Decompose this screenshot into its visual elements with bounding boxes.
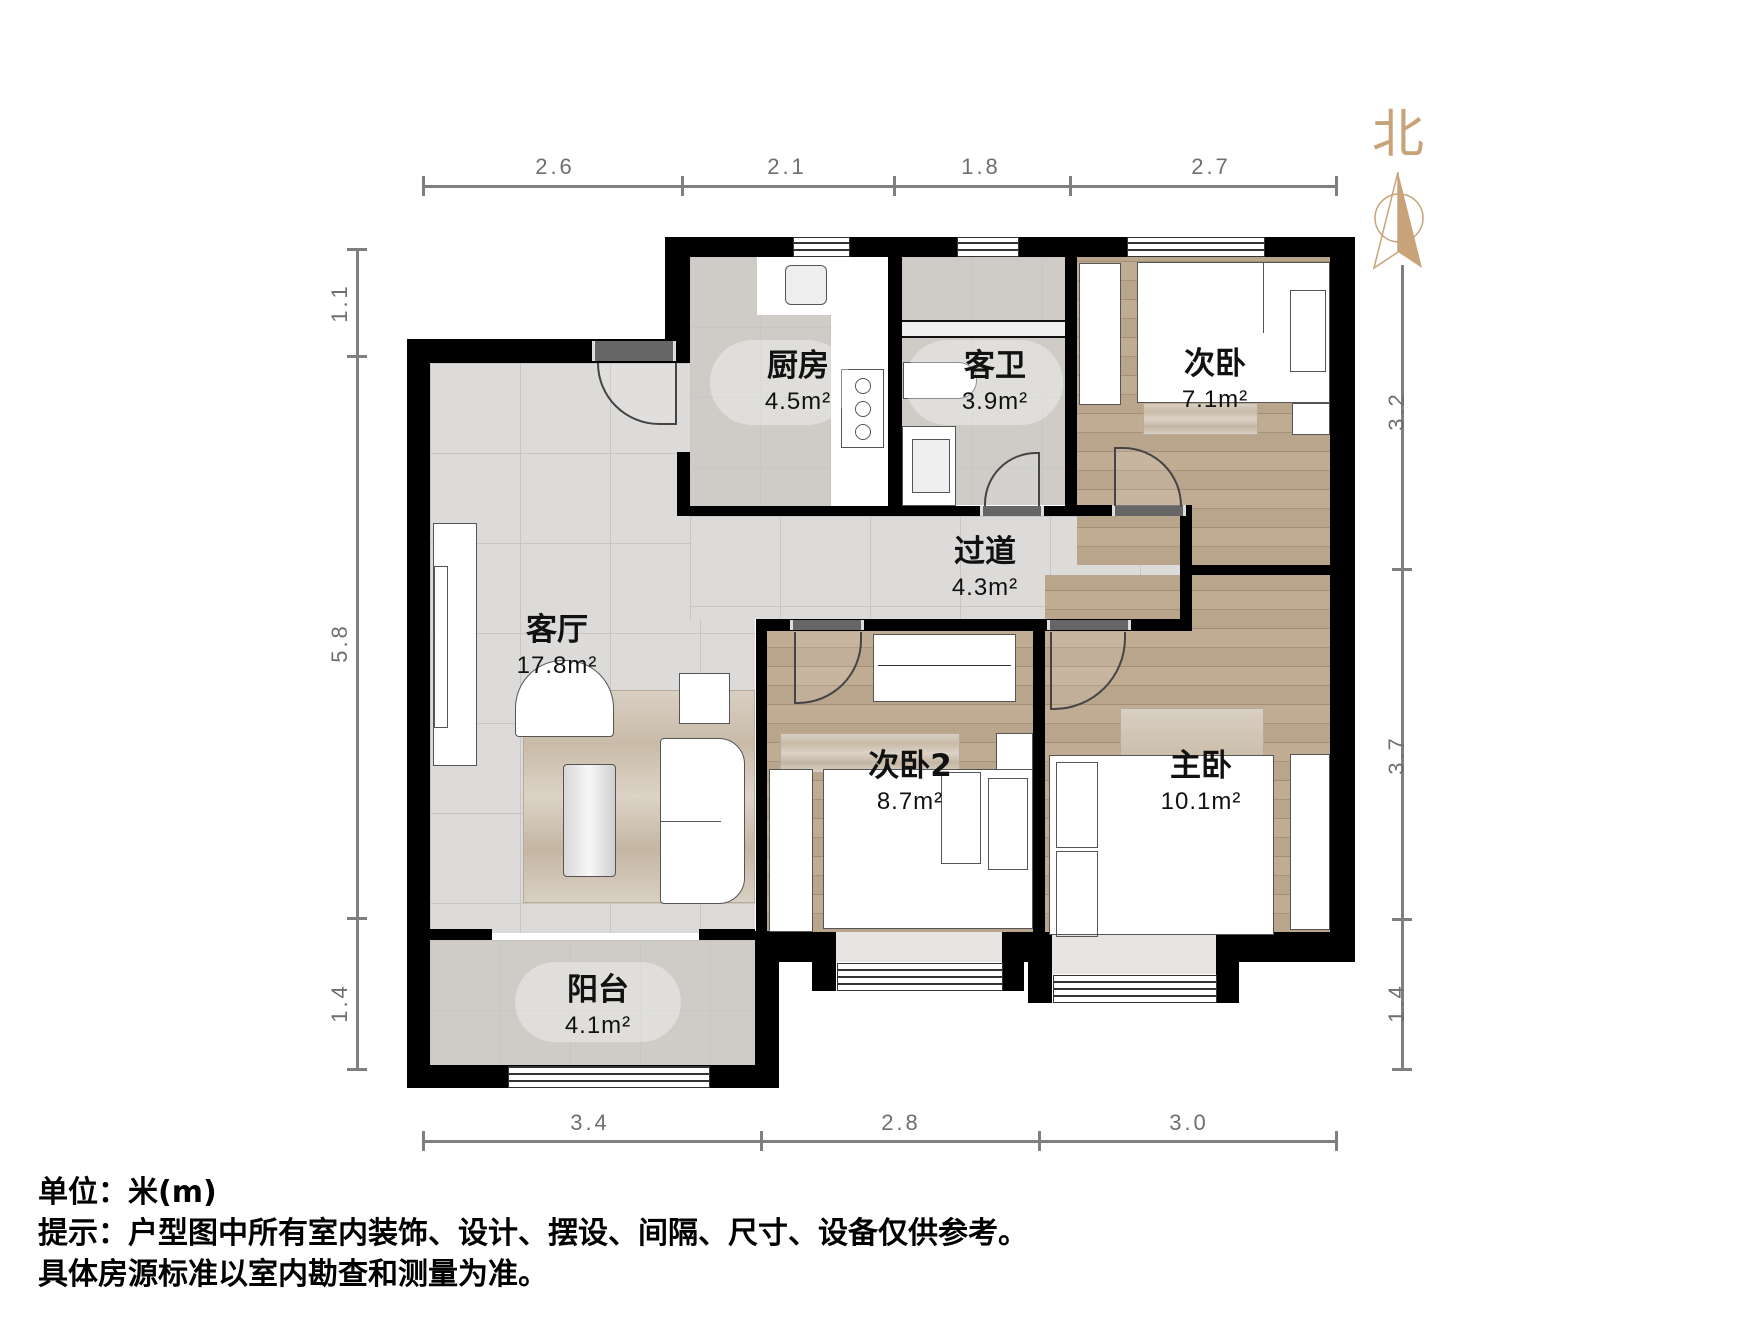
- dim-left-3: 1.4: [327, 983, 352, 1023]
- dim-top-3: 1.8: [961, 154, 1001, 179]
- dim-bottom-3: 3.0: [1169, 1110, 1209, 1135]
- disclaimer-line-2: 具体房源标准以室内勘查和测量为准。: [38, 1257, 548, 1292]
- bedroom-secondary-name: 次卧: [1184, 346, 1246, 382]
- stove-icon: [841, 369, 884, 448]
- sink-icon: [785, 265, 827, 305]
- tv-cabinet: [433, 523, 477, 766]
- kitchen-area: 4.5m²: [764, 388, 832, 415]
- bedroom-secondary-2-area: 8.7m²: [876, 788, 944, 815]
- bedroom-2-window: [837, 963, 1003, 991]
- bed-bedroom-1: [1137, 262, 1330, 403]
- north-label: 北: [1372, 105, 1425, 165]
- bathroom-window: [957, 237, 1019, 257]
- guest-bath-name: 客卫: [964, 348, 1026, 384]
- north-arrow-icon: [1372, 171, 1424, 270]
- unit-note: 单位：米(m): [38, 1175, 217, 1210]
- hallway-area: 4.3m²: [951, 574, 1019, 601]
- side-table: [679, 673, 730, 724]
- wardrobe-master-bedroom: [1290, 754, 1330, 930]
- wardrobe-bedroom-1: [1079, 263, 1121, 405]
- dim-top-4: 2.7: [1191, 154, 1231, 179]
- dim-bottom-1: 3.4: [570, 1110, 610, 1135]
- sofa: [660, 738, 745, 904]
- dim-bottom-2: 2.8: [881, 1110, 921, 1135]
- armchair: [515, 660, 614, 737]
- dim-left-2: 5.8: [327, 623, 352, 663]
- balcony-window: [508, 1066, 710, 1088]
- entry-door: [592, 341, 676, 361]
- dim-right-3: 1.4: [1384, 983, 1409, 1023]
- disclaimer-line-1: 提示：户型图中所有室内装饰、设计、摆设、间隔、尺寸、设备仅供参考。: [38, 1216, 1028, 1251]
- wardrobe-bedroom-2-side: [769, 769, 813, 932]
- balcony-name: 阳台: [567, 972, 629, 1008]
- dim-right-2: 3.7: [1384, 735, 1409, 775]
- toilet-icon: [903, 362, 977, 399]
- living-room-name: 客厅: [526, 612, 588, 648]
- washbasin-icon: [902, 426, 956, 506]
- bed-master-bedroom: [1049, 755, 1274, 937]
- nightstand-bedroom-1: [1292, 403, 1330, 435]
- bedroom-1-window: [1127, 237, 1265, 257]
- shower-rail: [902, 320, 1065, 338]
- master-bedroom-name: 主卧: [1170, 748, 1232, 784]
- dim-top-1: 2.6: [535, 154, 575, 179]
- master-bedroom-door: [1047, 620, 1131, 630]
- nightstand-bedroom-2: [996, 733, 1033, 773]
- dim-right-1: 3.2: [1384, 391, 1409, 431]
- hallway-name: 过道: [954, 534, 1016, 570]
- kitchen-window: [793, 237, 850, 257]
- master-bedroom-window: [1053, 975, 1217, 1003]
- bedroom-secondary-2-name: 次卧2: [868, 748, 952, 784]
- coffee-table: [563, 764, 616, 877]
- kitchen-name: 厨房: [767, 348, 829, 384]
- wardrobe-bedroom-2: [873, 634, 1016, 702]
- balcony-area: 4.1m²: [564, 1012, 632, 1039]
- bedroom-1-door: [1112, 505, 1186, 516]
- guest-bath-area: 3.9m²: [961, 388, 1029, 415]
- bedroom-secondary-area: 7.1m²: [1181, 386, 1249, 413]
- living-room-area: 17.8m²: [516, 652, 598, 679]
- balcony-floor: [430, 940, 755, 1065]
- master-bedroom-area: 10.1m²: [1160, 788, 1242, 815]
- bedroom-2-door: [790, 620, 864, 630]
- bed-bedroom-2: [823, 769, 1033, 929]
- bathroom-door: [980, 506, 1044, 516]
- dim-left-1: 1.1: [327, 283, 352, 323]
- dim-top-2: 2.1: [767, 154, 807, 179]
